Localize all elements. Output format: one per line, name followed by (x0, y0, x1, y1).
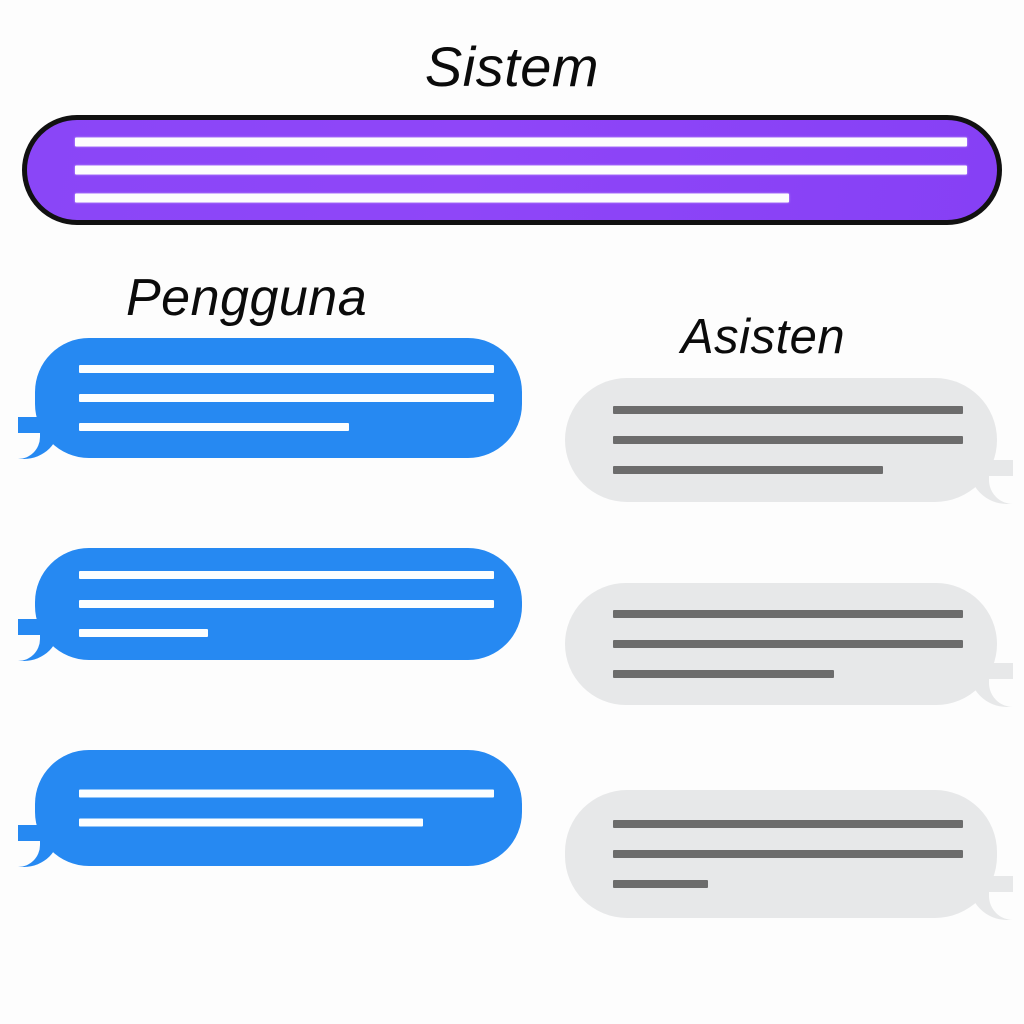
assistant-text-line (613, 880, 708, 888)
assistant-text-line (613, 670, 834, 678)
assistant-text-line (613, 466, 883, 474)
assistant-text-line (613, 850, 963, 858)
assistant-text-line (613, 820, 963, 828)
assistant-message-bubble[interactable] (565, 378, 1013, 504)
user-text-line (79, 394, 494, 402)
assistant-message-bubble[interactable] (565, 790, 1013, 920)
system-role-label: Sistem (424, 35, 600, 98)
assistant-message-text-lines (613, 610, 963, 678)
assistant-message-bubble[interactable] (565, 583, 1013, 707)
bubble-body (35, 750, 522, 866)
user-text-line (79, 600, 494, 608)
system-text-line (75, 165, 967, 175)
assistant-text-line (613, 640, 963, 648)
user-role-label: Pengguna (126, 269, 368, 327)
user-message-text-lines (79, 571, 494, 637)
assistant-text-line (613, 436, 963, 444)
assistant-role-label: Asisten (681, 310, 846, 364)
bubble-tail-icon (18, 417, 60, 459)
user-text-line (79, 789, 494, 798)
assistant-text-line (613, 610, 963, 618)
bubble-tail-icon (969, 460, 1013, 504)
bubble-tail-icon (18, 825, 60, 867)
system-text-line (75, 137, 967, 147)
user-message-bubble[interactable] (18, 548, 522, 661)
bubble-tail-icon (18, 619, 60, 661)
user-text-line (79, 571, 494, 579)
user-message-text-lines (79, 789, 494, 827)
user-message-text-lines (79, 365, 494, 431)
assistant-text-line (613, 406, 963, 414)
bubble-tail-icon (969, 663, 1013, 707)
system-message-bubble[interactable] (22, 115, 1002, 225)
system-message-text-lines (75, 137, 967, 203)
assistant-message-text-lines (613, 406, 963, 474)
user-message-bubble[interactable] (18, 750, 522, 867)
bubble-tail-icon (969, 876, 1013, 920)
user-text-line (79, 629, 208, 637)
user-message-bubble[interactable] (18, 338, 522, 459)
user-text-line (79, 423, 349, 431)
user-text-line (79, 365, 494, 373)
user-text-line (79, 818, 424, 827)
system-text-line (75, 193, 789, 203)
assistant-message-text-lines (613, 820, 963, 888)
